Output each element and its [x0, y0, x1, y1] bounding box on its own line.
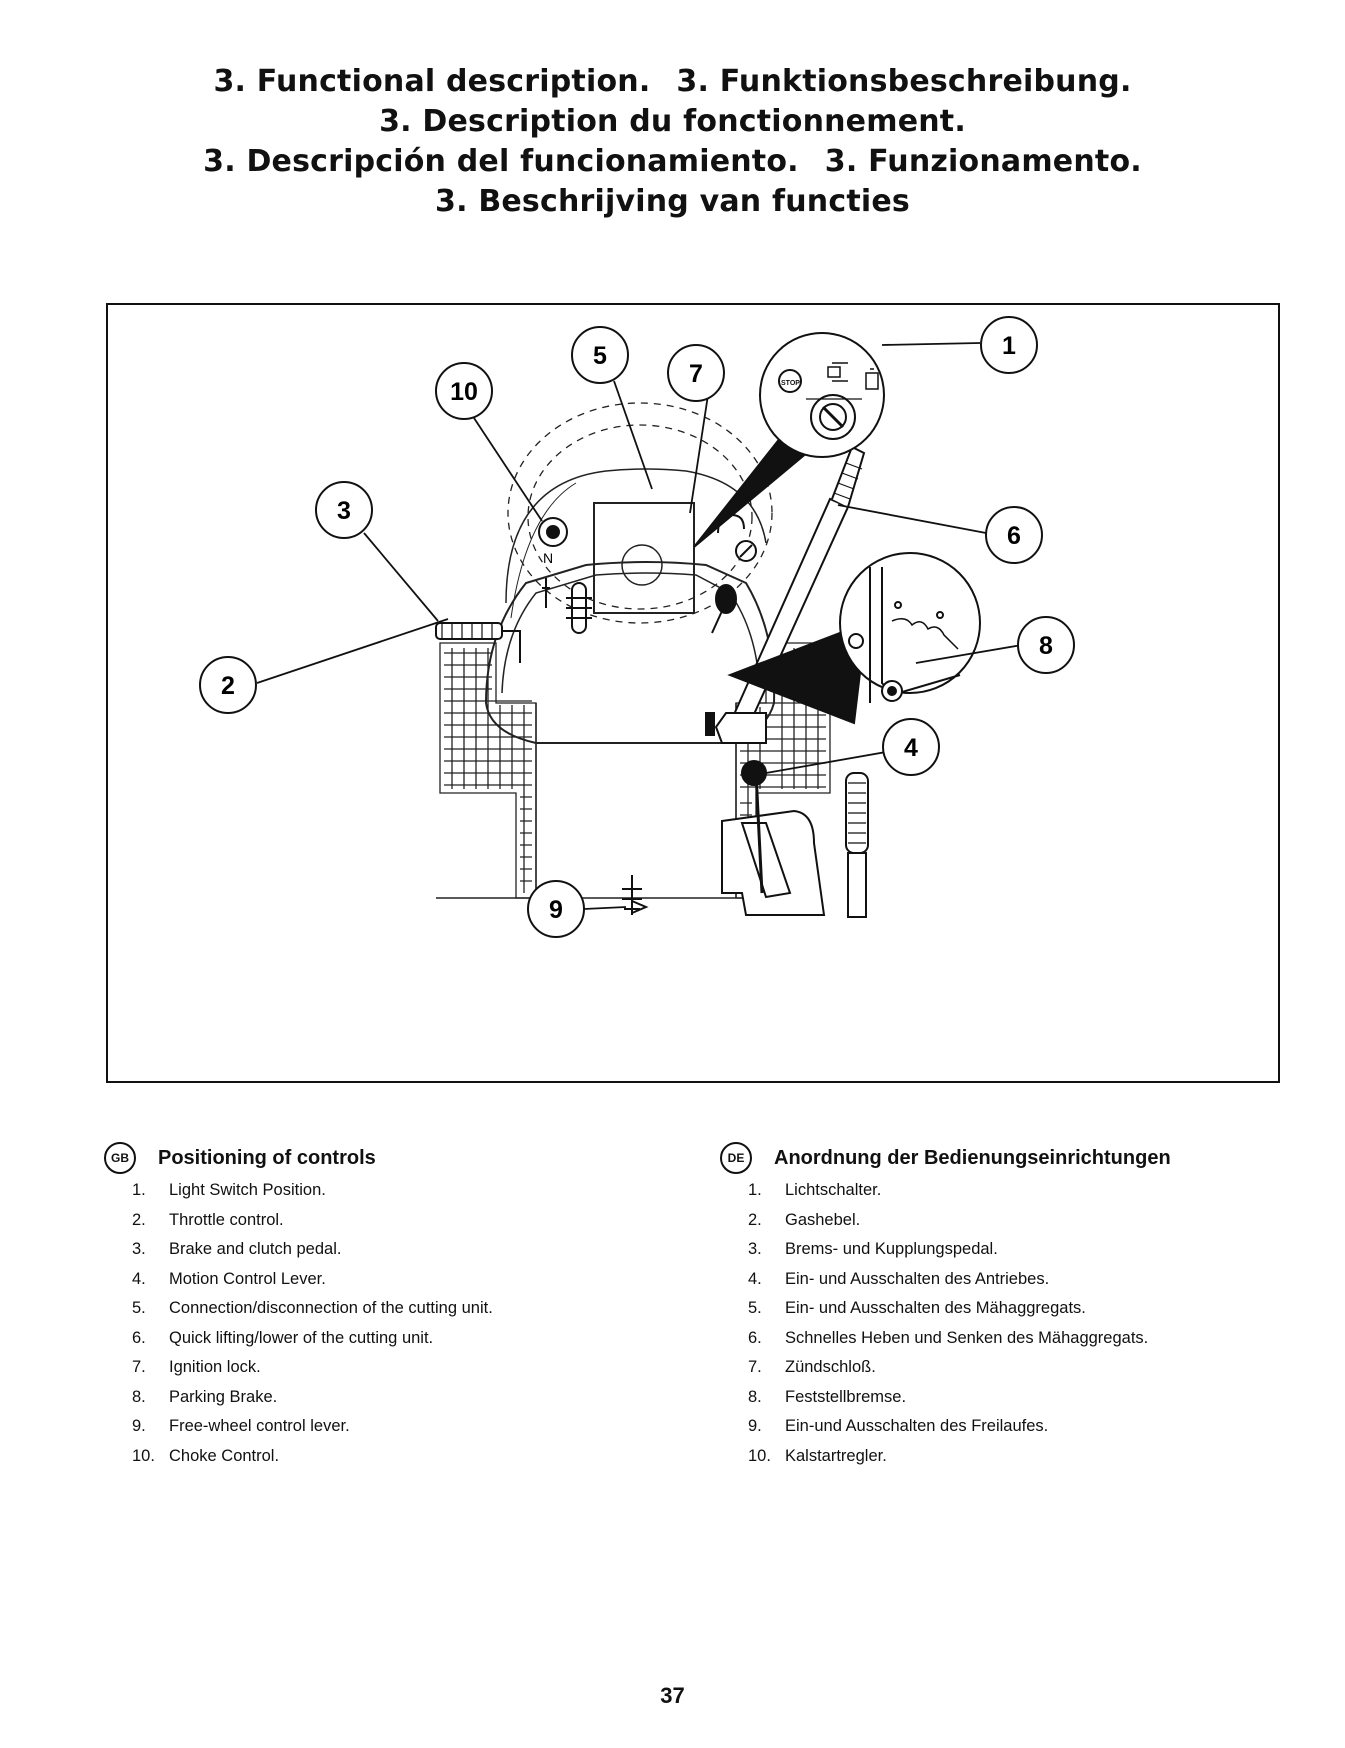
- callout-lines: [256, 342, 1023, 910]
- svg-text:10: 10: [450, 378, 478, 406]
- callout-line-10: [471, 414, 543, 522]
- stop-label: STOP: [781, 380, 800, 387]
- title-line-1: 3. Functional description. 3. Funktionsbe…: [0, 62, 1345, 102]
- svg-text:4: 4: [904, 734, 918, 762]
- list-item: 4.Ein- und Ausschalten des Antriebes.: [748, 1269, 1050, 1288]
- title-line-3: 3. Descripción del funcionamiento. 3. Fun…: [0, 142, 1345, 182]
- ignition-lock-detail: STOP: [693, 332, 885, 548]
- cutting-unit-lever: [711, 584, 737, 634]
- svg-text:5: 5: [593, 342, 607, 370]
- callout-9: 9: [527, 880, 585, 938]
- title-fr: 3. Description du fonctionnement.: [379, 104, 966, 139]
- page-number: 37: [660, 1683, 685, 1708]
- svg-text:3: 3: [337, 497, 351, 525]
- language-badge-gb: GB: [104, 1142, 136, 1174]
- list-item: 1.Light Switch Position.: [132, 1181, 326, 1199]
- list-item: 10.Kalstartregler.: [748, 1446, 887, 1465]
- list-item: 8.Feststellbremse.: [748, 1387, 907, 1406]
- callout-6: 6: [985, 506, 1043, 564]
- list-item: 3.Brems- und Kupplungspedal.: [748, 1240, 998, 1258]
- list-item: 7.Zündschloß.: [748, 1358, 876, 1376]
- figure-frame: [106, 303, 1280, 1083]
- callout-line-1: [881, 342, 981, 346]
- callout-2: 2: [199, 656, 257, 714]
- callout-line-9: [583, 906, 627, 910]
- controls-diagram: N: [106, 303, 1280, 1083]
- steering-column-hole: [621, 544, 663, 586]
- list-item: 6.Schnelles Heben und Senken des Mähaggr…: [748, 1328, 1149, 1347]
- choke-knob: [538, 517, 568, 547]
- stop-icon: [778, 369, 802, 393]
- title-es: 3. Descripción del funcionamiento.: [203, 144, 799, 179]
- svg-text:1: 1: [1002, 332, 1016, 360]
- page-titles: 3. Functional description. 3. Funktionsbe…: [0, 62, 1345, 222]
- list-item: 9.Free-wheel control lever.: [132, 1417, 350, 1435]
- lift-lever-reference: [845, 772, 869, 918]
- list-item: 2.Throttle control.: [132, 1210, 284, 1229]
- callout-line-4: [765, 750, 893, 774]
- list-item: 9.Ein-und Ausschalten des Freilaufes.: [748, 1417, 1049, 1435]
- callout-10: 10: [435, 362, 493, 420]
- callout-line-3: [363, 532, 439, 622]
- list-item: 4.Motion Control Lever.: [132, 1269, 326, 1288]
- callout-line-6: [837, 504, 987, 534]
- legend-gb-title: Positioning of controls: [158, 1146, 376, 1169]
- motion-control-lever: [721, 760, 826, 916]
- legend-de-title: Anordnung der Bedienungseinrichtungen: [774, 1146, 1171, 1169]
- legend-gb-list: 1.Light Switch Position. 2.Throttle cont…: [104, 1176, 664, 1471]
- engine-icon: [865, 368, 879, 390]
- list-item: 1.Lichtschalter.: [748, 1181, 882, 1199]
- title-line-4: 3. Beschrijving van functies: [0, 182, 1345, 222]
- callout-1: 1: [980, 316, 1038, 374]
- title-line-2: 3. Description du fonctionnement.: [0, 102, 1345, 142]
- callout-line-7: [689, 394, 709, 514]
- title-it: 3. Funzionamento.: [824, 144, 1142, 179]
- callout-line-8: [915, 644, 1023, 664]
- language-badge-de: DE: [720, 1142, 752, 1174]
- throttle-lever: [542, 578, 592, 634]
- legend-gb-header: GB Positioning of controls: [104, 1140, 664, 1176]
- callout-3: 3: [315, 481, 373, 539]
- light-icon: [827, 362, 848, 382]
- controls-diagram-svg: N: [106, 303, 1280, 1083]
- list-item: 6.Quick lifting/lower of the cutting uni…: [132, 1328, 434, 1347]
- freewheel-lever-icon: [622, 875, 649, 915]
- list-item: 3.Brake and clutch pedal.: [132, 1240, 342, 1258]
- list-item: 10.Choke Control.: [132, 1446, 280, 1465]
- list-item: 7.Ignition lock.: [132, 1358, 261, 1376]
- svg-text:7: 7: [689, 360, 703, 388]
- svg-text:8: 8: [1039, 632, 1053, 660]
- steering-wheel-outline: [507, 402, 773, 624]
- callout-line-5: [613, 380, 653, 490]
- list-item: 5.Ein- und Ausschalten des Mähaggregats.: [748, 1299, 1086, 1317]
- list-item: 5.Connection/disconnection of the cuttin…: [132, 1299, 493, 1317]
- svg-text:2: 2: [221, 672, 235, 700]
- callout-line-2: [256, 618, 449, 684]
- list-item: 8.Parking Brake.: [132, 1387, 278, 1406]
- title-nl: 3. Beschrijving van functies: [435, 184, 910, 219]
- steering-column-plate: [593, 502, 695, 614]
- svg-text:6: 6: [1007, 522, 1021, 550]
- legend-gb: GB Positioning of controls 1.Light Switc…: [104, 1140, 664, 1471]
- list-item: 2.Gashebel.: [748, 1210, 861, 1229]
- legend-de-header: DE Anordnung der Bedienungseinrichtungen: [720, 1140, 1300, 1176]
- title-en: 3. Functional description.: [213, 64, 651, 99]
- svg-text:9: 9: [549, 896, 563, 924]
- callout-8: 8: [1017, 616, 1075, 674]
- callout-5: 5: [571, 326, 629, 384]
- callout-7: 7: [667, 344, 725, 402]
- callout-4: 4: [882, 718, 940, 776]
- legend-de-list: 1.Lichtschalter. 2.Gashebel. 3.Brems- un…: [720, 1176, 1300, 1471]
- brake-clutch-pedal: [435, 622, 521, 663]
- title-de: 3. Funktionsbeschreibung.: [676, 64, 1132, 99]
- legend-de: DE Anordnung der Bedienungseinrichtungen…: [720, 1140, 1300, 1471]
- neutral-mark: N: [543, 550, 553, 566]
